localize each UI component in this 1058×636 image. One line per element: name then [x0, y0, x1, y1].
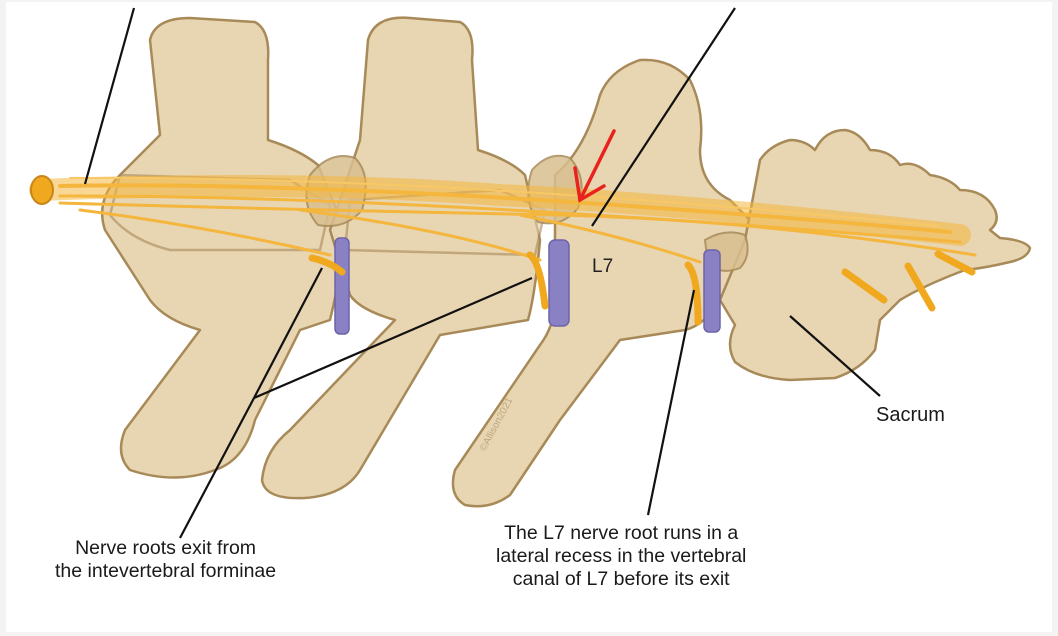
sacrum-label: Sacrum	[876, 404, 945, 427]
disc-3	[704, 250, 720, 332]
cord-end	[31, 176, 53, 204]
caption-line: Nerve roots exit from	[55, 537, 276, 560]
caption-line: the intevertebral forminae	[55, 560, 276, 583]
nerve-root-exit-caption: Nerve roots exit from the intevertebral …	[55, 537, 276, 583]
caption-line: lateral recess in the vertebral	[496, 545, 746, 568]
disc-1	[335, 238, 349, 334]
l7-recess-caption: The L7 nerve root runs in a lateral rece…	[496, 522, 746, 591]
spinal-cord-stump	[31, 176, 53, 204]
l7-label: L7	[592, 256, 613, 278]
caption-line: The L7 nerve root runs in a	[496, 522, 746, 545]
disc-2	[549, 240, 569, 326]
sacrum-bone	[720, 130, 1030, 380]
caption-line: canal of L7 before its exit	[496, 568, 746, 591]
leader-top-left	[85, 8, 134, 184]
